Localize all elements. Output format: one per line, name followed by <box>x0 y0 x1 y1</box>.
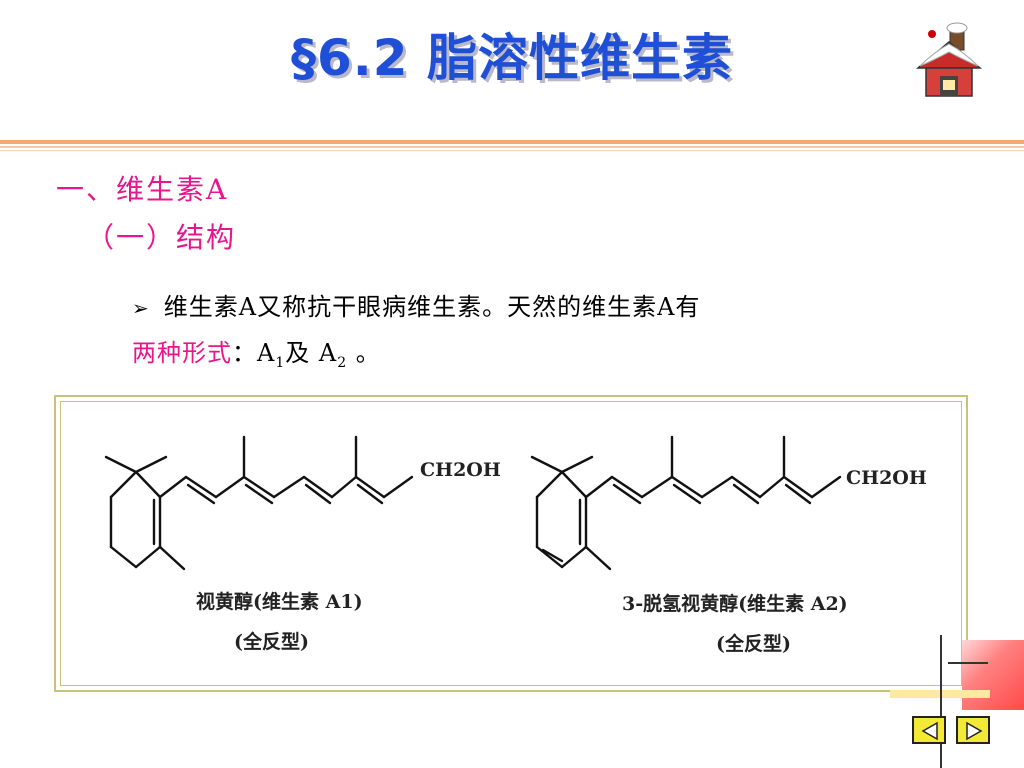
right-configuration: (全反型) <box>716 633 791 655</box>
figure-inner-border <box>60 401 962 686</box>
right-functional-group: CH2OH <box>846 467 927 489</box>
prev-slide-button[interactable] <box>912 716 946 744</box>
arrow-bullet-icon: ➢ <box>132 296 150 320</box>
left-configuration: (全反型) <box>234 631 309 653</box>
subsection-heading: （一）结构 <box>86 221 237 254</box>
dehydroretinol-structure <box>530 435 842 571</box>
title-divider-3 <box>0 150 1024 151</box>
bullet-line-1: ➢ 维生素A又称抗干眼病维生素。天然的维生素A有 <box>132 287 700 322</box>
slide-title: §6.2 脂溶性维生素 <box>291 29 733 87</box>
retinol-structure <box>104 435 414 571</box>
right-compound-name: 3-脱氢视黄醇(维生素 A2) <box>622 593 848 615</box>
chemical-structures <box>104 435 842 571</box>
title-divider <box>0 140 1024 144</box>
bullet-text-2a: ：A <box>232 339 276 367</box>
triangle-right-icon <box>966 721 983 741</box>
left-compound-name: 视黄醇(维生素 A1) <box>196 591 363 613</box>
bullet-text-2b: 及 A <box>285 339 338 367</box>
section-heading: 一、维生素A <box>56 173 229 206</box>
corner-vertical-line <box>940 635 942 768</box>
subscript-1: 1 <box>275 354 286 371</box>
next-slide-button[interactable] <box>956 716 990 744</box>
bullet-text-1: 维生素A又称抗干眼病维生素。天然的维生素A有 <box>163 293 701 321</box>
structure-figure: CH2OH 视黄醇(维生素 A1) (全反型) CH2OH 3-脱氢视黄醇(维生… <box>54 395 968 692</box>
corner-decoration <box>962 640 1024 710</box>
title-divider-2 <box>0 146 1024 148</box>
corner-horizontal-line <box>948 662 988 664</box>
triangle-left-icon <box>921 721 938 741</box>
bullet-text-2c: 。 <box>347 339 381 367</box>
left-functional-group: CH2OH <box>420 459 501 481</box>
bullet-line-2: 两种形式：A1及 A2 。 <box>132 333 381 371</box>
home-icon[interactable] <box>914 22 984 102</box>
subscript-2: 2 <box>337 354 348 371</box>
highlight-text: 两种形式 <box>132 339 232 367</box>
